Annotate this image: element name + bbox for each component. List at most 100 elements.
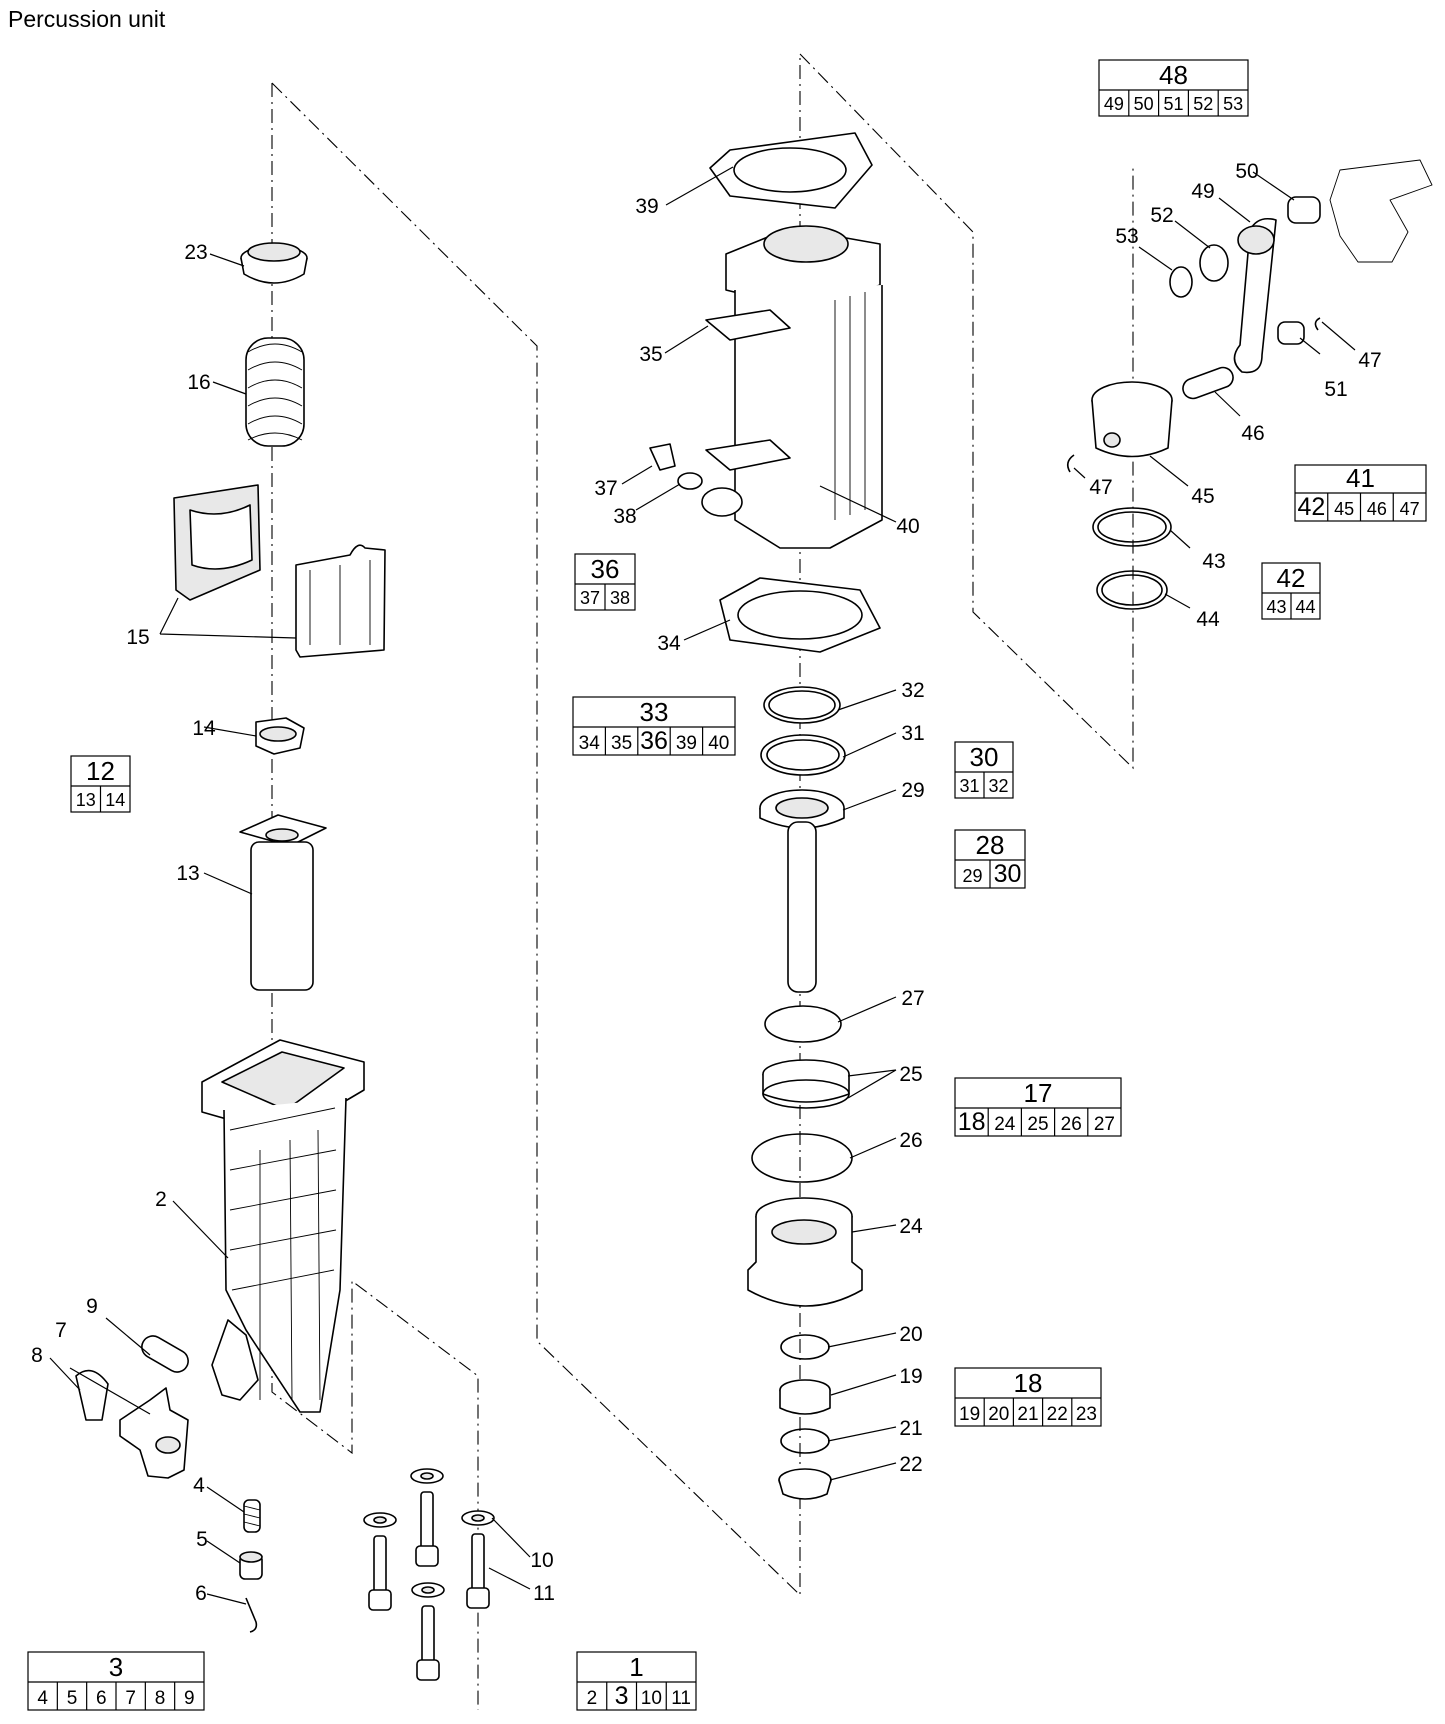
callout-5: 5 — [196, 1528, 208, 1551]
part-14-nut — [255, 717, 305, 755]
kit-48-item: 53 — [1223, 94, 1243, 114]
kit-3-item: 6 — [96, 1688, 107, 1709]
callout-47-lower: 47 — [1089, 476, 1112, 499]
part-32-31-rings — [760, 686, 846, 776]
page-title: Percussion unit — [8, 6, 166, 32]
kit-41-item: 47 — [1400, 499, 1420, 519]
kit-33-item: 40 — [708, 733, 729, 754]
part-45-piston — [1091, 381, 1173, 458]
kit-17-item: 26 — [1061, 1114, 1082, 1135]
kit-18-item: 22 — [1047, 1404, 1068, 1425]
kit-48-item: 49 — [1104, 94, 1124, 114]
kit-33-item: 35 — [611, 733, 632, 754]
kit-41-item: 45 — [1334, 499, 1354, 519]
callout-7: 7 — [55, 1319, 67, 1342]
kit-1-item: 3 — [615, 1682, 629, 1710]
callout-44: 44 — [1196, 608, 1220, 631]
part-8-cap — [75, 1369, 109, 1421]
kit-48-item: 51 — [1163, 94, 1183, 114]
kit-48-head: 48 — [1159, 60, 1188, 90]
part-39-gasket — [709, 132, 873, 209]
part-6-split-pin — [245, 1597, 258, 1633]
part-10-11-bolts-washers — [363, 1468, 495, 1681]
kit-36-item: 37 — [580, 588, 600, 608]
kit-3-head: 3 — [109, 1652, 123, 1682]
kit-30-item: 31 — [959, 776, 979, 796]
callout-8: 8 — [31, 1344, 43, 1367]
part-24-housing — [747, 1197, 863, 1307]
kit-1-item: 11 — [671, 1688, 691, 1709]
callout-31: 31 — [901, 722, 924, 745]
part-9-pin — [141, 1335, 189, 1373]
part-20-21-22-19 — [778, 1334, 832, 1500]
part-35-cylinder — [701, 225, 883, 549]
kit-12-head: 12 — [86, 756, 115, 786]
callout-4: 4 — [193, 1474, 205, 1497]
part-25-bushes — [762, 1059, 850, 1109]
kit-33-item: 34 — [579, 733, 601, 754]
kit-1-item: 10 — [641, 1688, 662, 1709]
callout-26: 26 — [899, 1129, 922, 1152]
part-7-latch — [119, 1387, 189, 1479]
callout-23: 23 — [184, 241, 207, 264]
callout-43: 43 — [1202, 550, 1225, 573]
leader-lines — [49, 166, 1356, 1605]
part-50-bearing — [1287, 196, 1321, 224]
kit-33-item: 39 — [676, 733, 697, 754]
kit-18-item: 20 — [988, 1404, 1009, 1425]
kit-3-item: 5 — [67, 1688, 78, 1709]
callout-21: 21 — [899, 1417, 922, 1440]
kit-42-item: 43 — [1266, 597, 1286, 617]
callout-51: 51 — [1324, 378, 1347, 401]
kit-3-item: 8 — [155, 1688, 166, 1709]
kit-17-head: 17 — [1024, 1078, 1053, 1108]
kit-3-item: 4 — [37, 1688, 48, 1709]
kit-42-head: 42 — [1277, 563, 1306, 593]
callout-45: 45 — [1191, 485, 1214, 508]
callout-52: 52 — [1150, 204, 1173, 227]
kit-18-head: 18 — [1014, 1368, 1043, 1398]
callout-11: 11 — [533, 1582, 555, 1605]
callout-25: 25 — [899, 1063, 922, 1086]
part-2-front-head — [201, 1039, 365, 1413]
kit-17-item: 25 — [1027, 1114, 1048, 1135]
callout-27: 27 — [901, 987, 924, 1010]
callout-32: 32 — [901, 679, 924, 702]
callout-20: 20 — [899, 1323, 922, 1346]
kit-33-item: 36 — [640, 727, 668, 755]
callout-29: 29 — [901, 779, 924, 802]
callout-15: 15 — [126, 626, 149, 649]
part-29-piston-tube — [759, 789, 845, 993]
callout-16: 16 — [187, 371, 210, 394]
kit-17-item: 18 — [958, 1108, 986, 1136]
part-37-38-valve-seal — [649, 443, 703, 490]
callout-6: 6 — [195, 1582, 207, 1605]
callout-22: 22 — [899, 1453, 922, 1476]
callout-19: 19 — [899, 1365, 922, 1388]
callout-9: 9 — [86, 1295, 98, 1318]
kit-41-item: 42 — [1297, 493, 1325, 521]
kit-28-item: 30 — [994, 860, 1022, 888]
kit-36-head: 36 — [591, 554, 620, 584]
kit-3-item: 9 — [184, 1688, 195, 1709]
part-27-ring — [764, 1005, 842, 1043]
kit-1-head: 1 — [629, 1652, 643, 1682]
part-4-spring — [243, 1499, 261, 1533]
callout-24: 24 — [899, 1215, 923, 1238]
kit-17-item: 27 — [1094, 1114, 1115, 1135]
part-16-spring — [245, 337, 305, 447]
callout-38: 38 — [613, 505, 636, 528]
callout-13: 13 — [176, 862, 199, 885]
callout-10: 10 — [530, 1549, 553, 1572]
part-26-ring — [751, 1133, 853, 1183]
callout-labels: 23 16 15 14 13 2 9 7 8 4 5 6 10 11 39 35… — [31, 160, 1382, 1605]
callout-49: 49 — [1191, 180, 1214, 203]
callout-14: 14 — [192, 717, 216, 740]
